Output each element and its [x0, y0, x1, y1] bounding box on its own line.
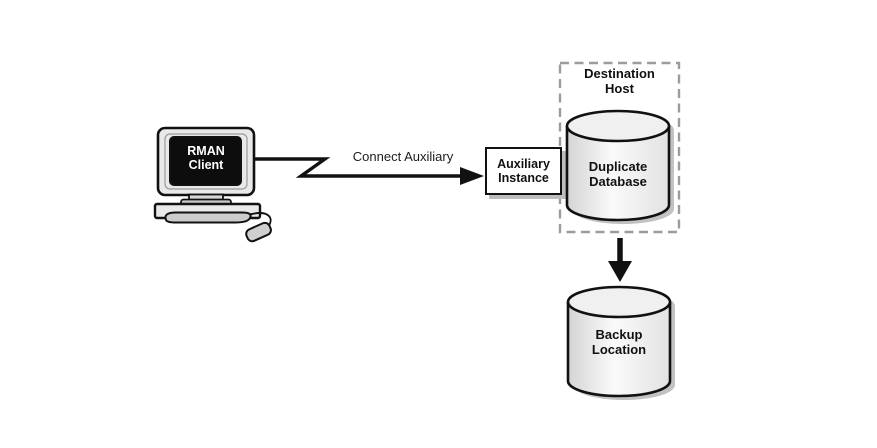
monitor-inner-bezel [164, 133, 248, 190]
rman-client-label: RMAN Client [187, 144, 225, 173]
connect-auxiliary-arrow [253, 157, 462, 178]
backup-location-cylinder-icon [566, 285, 675, 400]
backup-location-label: Backup Location [591, 327, 647, 357]
destination-host-label: Destination Host [584, 66, 655, 96]
duplicate-database-cylinder-icon [565, 109, 674, 224]
cylinder-top [566, 285, 672, 319]
mouse-icon [245, 221, 272, 243]
connect-auxiliary-arrowhead-icon [460, 167, 484, 185]
monitor-screen [169, 136, 242, 186]
duplicate-database-label: Duplicate Database [588, 159, 648, 189]
destination-host-boundary [558, 61, 681, 234]
keyboard-icon [164, 211, 252, 224]
computer-workstation-icon [153, 126, 272, 243]
backup-arrowhead-icon [608, 261, 632, 282]
connect-auxiliary-edge-label: Connect Auxiliary [352, 149, 454, 164]
auxiliary-instance-label: Auxiliary Instance [497, 156, 550, 185]
cylinder-body [566, 302, 672, 398]
cylinder-body [565, 126, 671, 222]
auxiliary-instance-node: Auxiliary Instance [485, 147, 562, 195]
cylinder-top [565, 109, 671, 143]
